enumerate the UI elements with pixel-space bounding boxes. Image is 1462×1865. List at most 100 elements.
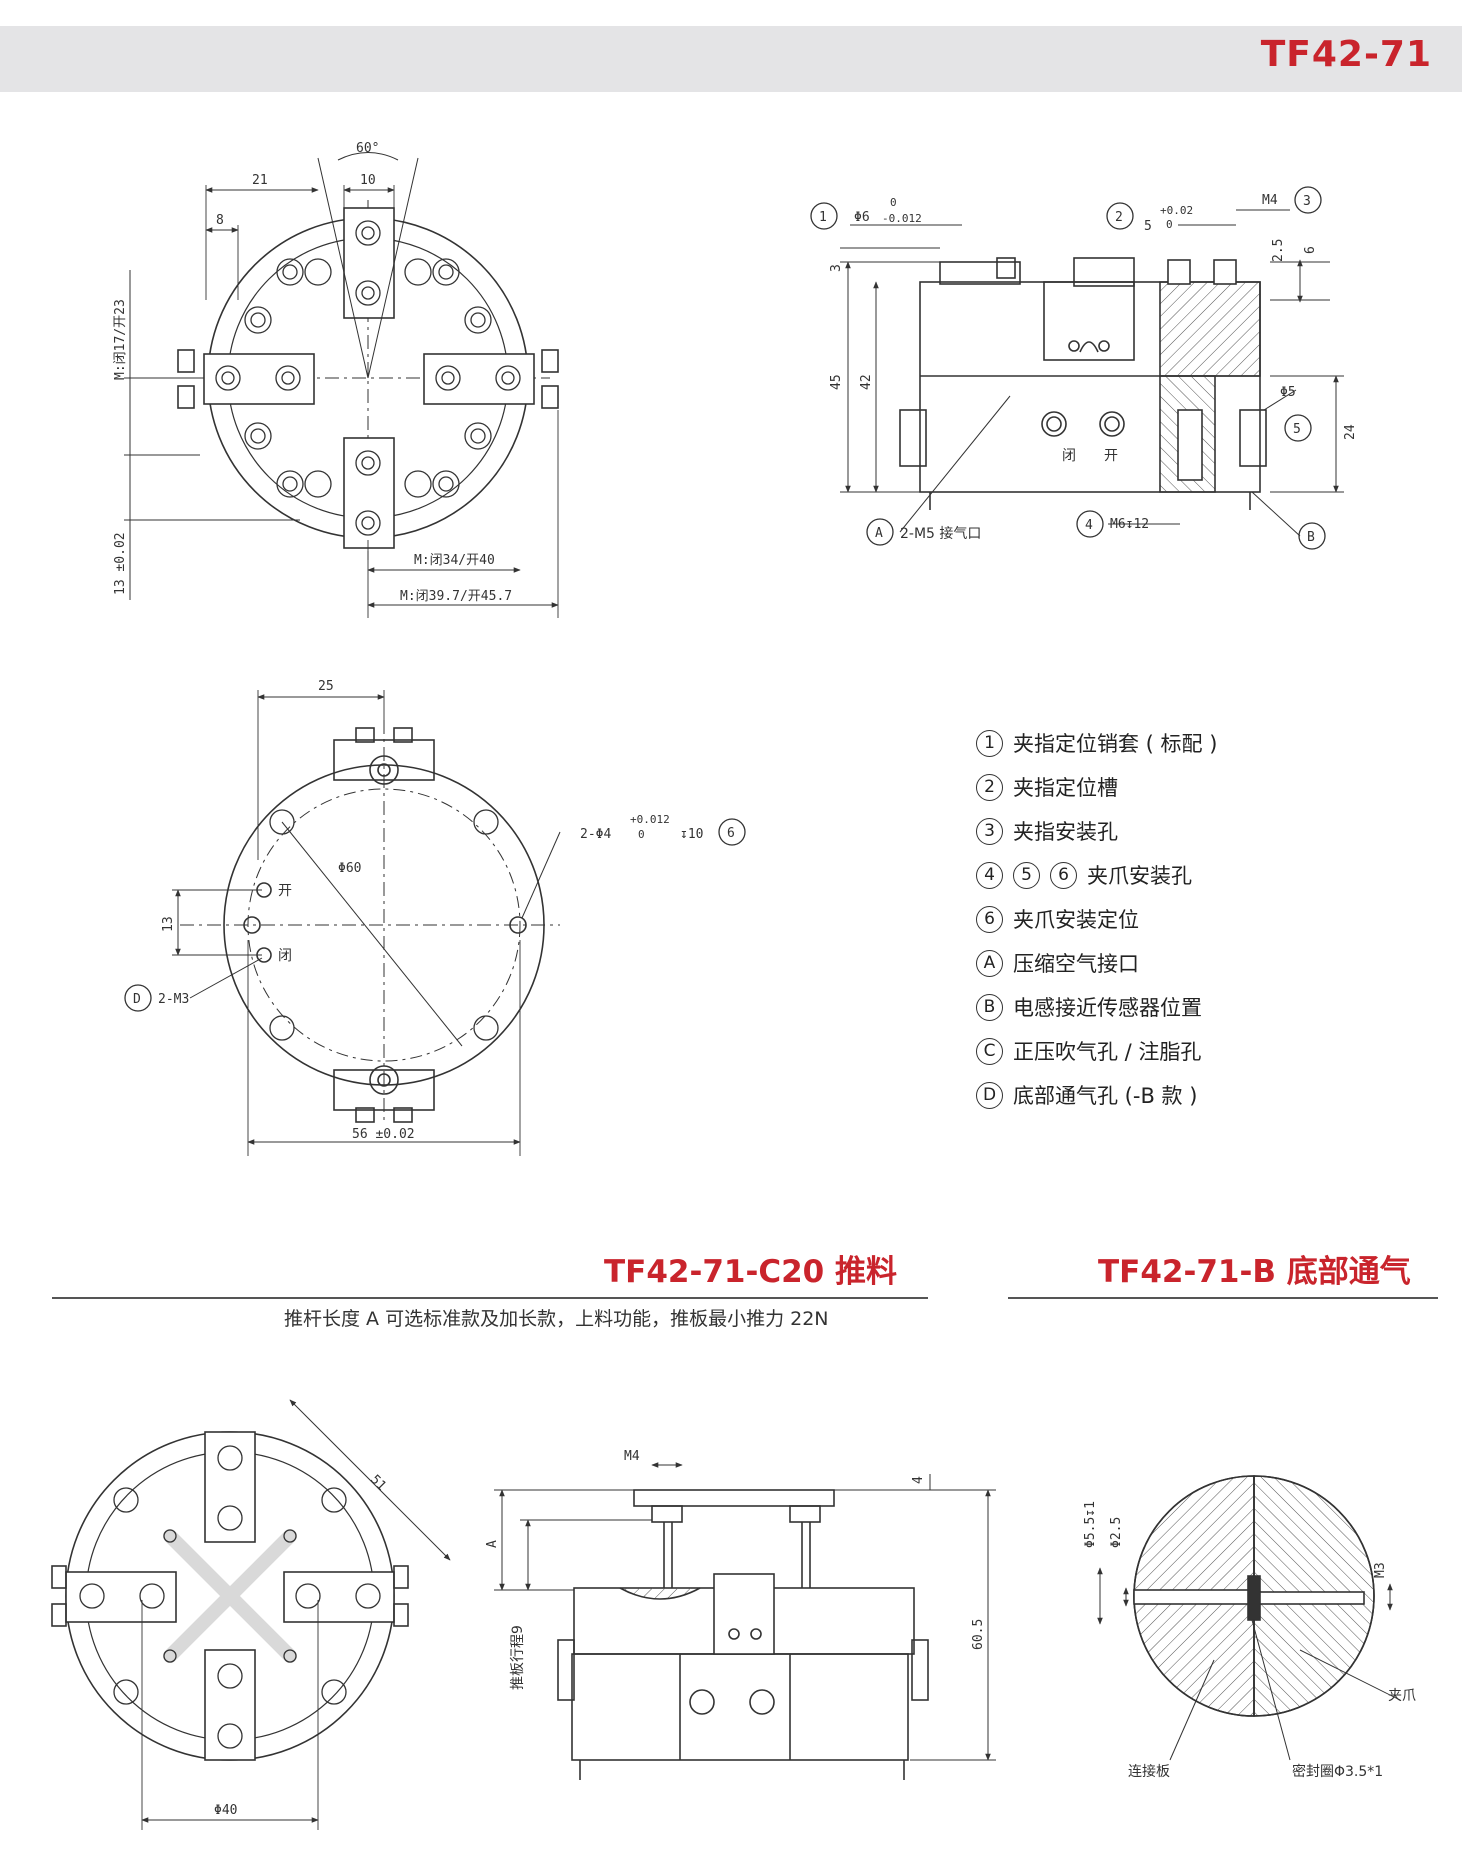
legend-mark: 5 [1013, 861, 1040, 889]
dim-phi5: Φ5 [1280, 385, 1296, 400]
legend-text: 底部通气孔 (-B 款 ) [1013, 1084, 1198, 1108]
dim-stroke: 推板行程9 [510, 1625, 526, 1690]
dim-6: 6 [1303, 246, 1318, 254]
tol-5-up: +0.02 [1160, 204, 1193, 217]
dim-phi6: Φ6 [854, 210, 870, 225]
dim-56: 56 ±0.02 [352, 1127, 415, 1142]
legend-row: 2 夹指定位槽 [976, 765, 1217, 809]
legend-row: B 电感接近传感器位置 [976, 985, 1217, 1029]
dim-13-tol: 13 ±0.02 [113, 532, 128, 595]
tol-5-down: 0 [1166, 218, 1173, 231]
label-open-bottom: 开 [278, 883, 292, 899]
bottom-view [172, 690, 561, 1156]
mark-1: 1 [819, 210, 827, 225]
mark-4: 4 [1085, 518, 1093, 533]
dim-51: 51 [367, 1472, 389, 1494]
mark-6: 6 [727, 826, 735, 841]
dim-phi40: Φ40 [214, 1803, 237, 1818]
mark-2: 2 [1115, 210, 1123, 225]
dim-8: 8 [216, 213, 224, 228]
legend-row: A 压缩空气接口 [976, 941, 1217, 985]
legend-row: 6 夹爪安装定位 [976, 897, 1217, 941]
tol-phi6-down: -0.012 [882, 212, 922, 225]
legend-text: 正压吹气孔 / 注脂孔 [1013, 1040, 1202, 1064]
c20-top-view [51, 1399, 451, 1830]
model-title: TF42-71 [1260, 34, 1432, 75]
legend-row: 3 夹指安装孔 [976, 809, 1217, 853]
dim-m4-c20: M4 [624, 1449, 640, 1464]
tol-pin-down: 0 [638, 828, 645, 841]
legend: 1 夹指定位销套 ( 标配 ) 2 夹指定位槽 3 夹指安装孔 4 5 6 夹爪… [976, 721, 1217, 1117]
legend-text: 夹指安装孔 [1013, 820, 1118, 844]
c20-section-title: TF42-71-C20 推料 [604, 1254, 898, 1290]
dim-2-5: 2.5 [1271, 239, 1286, 262]
label-open-side: 开 [1104, 448, 1118, 464]
label-closed-side: 闭 [1062, 448, 1076, 464]
label-air-inlet: 2-M5 接气口 [900, 525, 981, 542]
c20-section-desc: 推杆长度 A 可选标准款及加长款，上料功能，推板最小推力 22N [284, 1308, 829, 1330]
legend-row: C 正压吹气孔 / 注脂孔 [976, 1029, 1217, 1073]
legend-mark: 2 [976, 773, 1003, 801]
legend-mark: 1 [976, 729, 1003, 757]
label-m6: M6↧12 [1110, 517, 1149, 532]
header-bar [0, 26, 1462, 92]
dim-phi2-5: Φ2.5 [1109, 1517, 1124, 1548]
legend-text: 夹指定位槽 [1013, 776, 1118, 800]
dim-4-c20: 4 [911, 1476, 926, 1484]
legend-mark: B [976, 993, 1003, 1021]
legend-mark: 6 [976, 905, 1003, 933]
dim-5: 5 [1144, 219, 1152, 234]
dim-m-closed-open-23: M:闭17/开23 [113, 299, 128, 380]
legend-text: 电感接近传感器位置 [1013, 996, 1202, 1020]
legend-mark: D [976, 1081, 1003, 1109]
b-section-rule [1008, 1297, 1438, 1299]
legend-mark: 6 [1050, 861, 1077, 889]
label-plate: 连接板 [1128, 1763, 1170, 1780]
dim-phi5-5: Φ5.5↧1 [1083, 1501, 1098, 1548]
b-section-detail [1097, 1475, 1401, 1761]
mark-3: 3 [1303, 194, 1311, 209]
mark-a: A [875, 526, 883, 541]
dim-m39-45: M:闭39.7/开45.7 [400, 589, 512, 604]
dim-60-5: 60.5 [971, 1619, 986, 1650]
b-section-title: TF42-71-B 底部通气 [1098, 1254, 1411, 1290]
dim-45: 45 [829, 374, 844, 390]
dim-60deg: 60° [356, 141, 379, 156]
dim-25: 25 [318, 679, 334, 694]
tol-phi6-up: 0 [890, 196, 897, 209]
tol-pin-up: +0.012 [630, 813, 670, 826]
dim-3: 3 [829, 264, 844, 272]
legend-mark: C [976, 1037, 1003, 1065]
dim-21: 21 [252, 173, 268, 188]
dim-42: 42 [859, 374, 874, 390]
c20-section-rule [52, 1297, 928, 1299]
dim-phi60: Φ60 [338, 861, 361, 876]
legend-text: 夹爪安装孔 [1087, 864, 1192, 888]
label-d: 2-M3 [158, 992, 189, 1007]
side-view [840, 209, 1344, 537]
legend-mark: A [976, 949, 1003, 977]
legend-row: 4 5 6 夹爪安装孔 [976, 853, 1217, 897]
side-view-marks [810, 186, 1326, 550]
dim-13-bottom: 13 [161, 916, 176, 932]
legend-mark: 4 [976, 861, 1003, 889]
label-closed-bottom: 闭 [278, 948, 292, 964]
legend-text: 压缩空气接口 [1013, 952, 1139, 976]
top-view [124, 152, 559, 618]
c20-side-view [494, 1462, 996, 1780]
mark-5: 5 [1293, 422, 1301, 437]
dim-m34-40: M:闭34/开40 [414, 553, 495, 568]
label-seal: 密封圈Φ3.5*1 [1292, 1763, 1383, 1780]
legend-row: 1 夹指定位销套 ( 标配 ) [976, 721, 1217, 765]
label-jaw: 夹爪 [1388, 1688, 1416, 1704]
dim-m4: M4 [1262, 193, 1278, 208]
dim-10: 10 [360, 173, 376, 188]
dim-24: 24 [1343, 424, 1358, 440]
legend-mark: 3 [976, 817, 1003, 845]
mark-b: B [1307, 530, 1315, 545]
legend-text: 夹指定位销套 ( 标配 ) [1013, 732, 1218, 756]
mark-d: D [133, 992, 141, 1007]
dim-m3-b: M3 [1373, 1562, 1388, 1578]
dim-pin: 2-Φ4 [580, 827, 611, 842]
